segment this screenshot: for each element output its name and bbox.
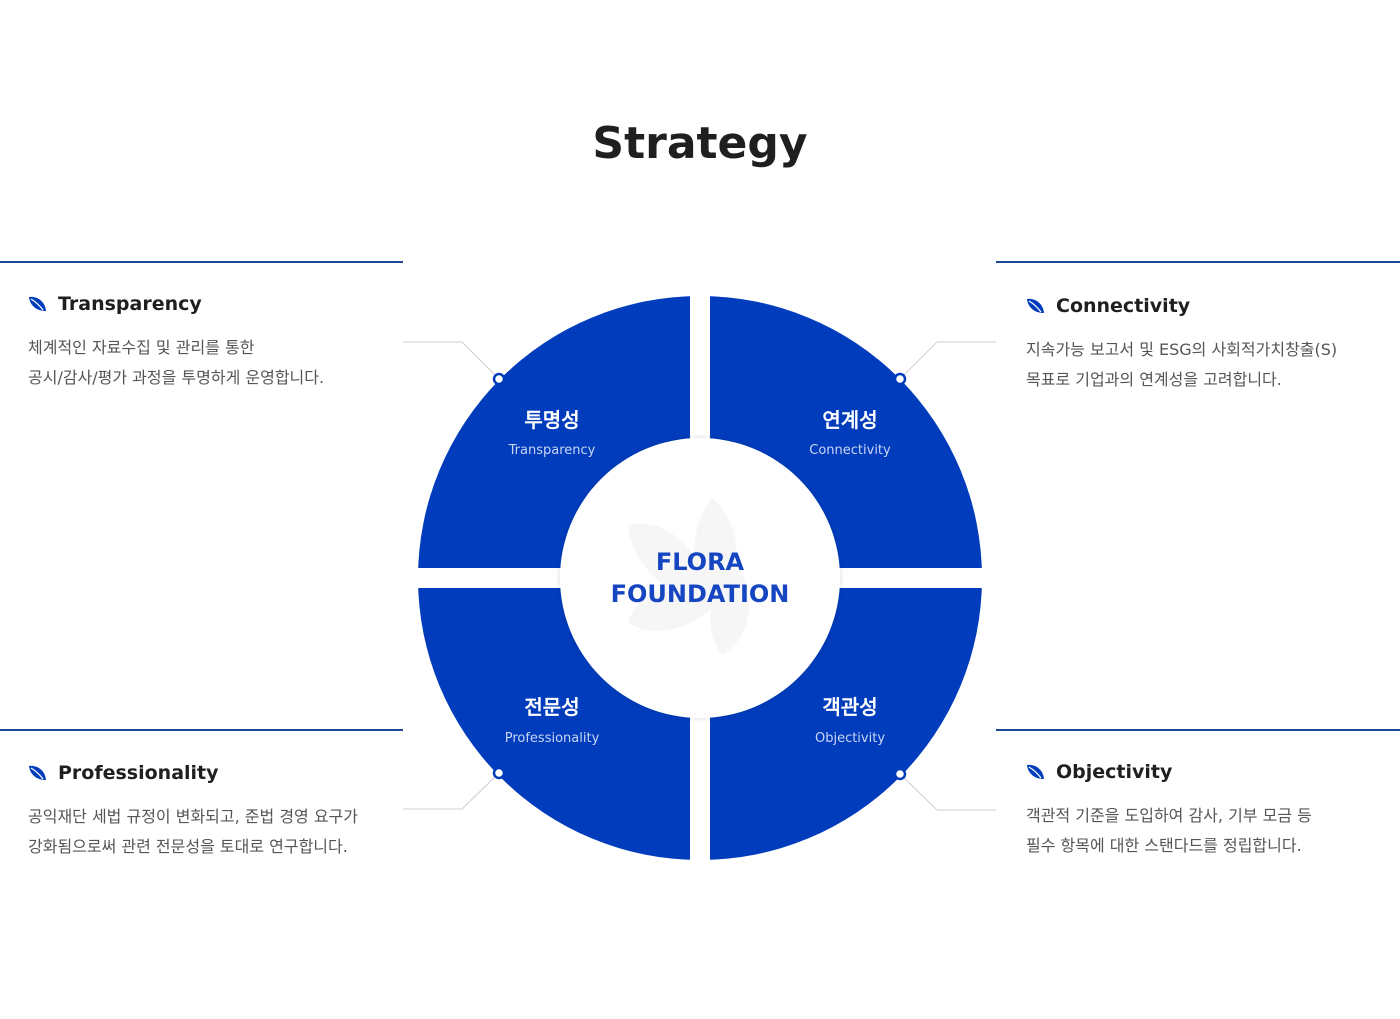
connector-line-top-right [899,341,996,380]
connector-dot-bottom-left [492,766,506,780]
connector-line-bottom-left [403,772,500,810]
professionality-heading: Professionality [28,759,408,787]
flower-watermark [628,498,750,655]
quadrant-subtitle-connectivity: Connectivity [809,443,891,458]
objectivity-heading: Objectivity [1026,758,1400,786]
transparency-heading: Transparency [28,290,408,318]
connectivity-block: Connectivity 지속가능 보고서 및 ESG의 사회적가치창출(S) … [1026,292,1400,395]
quadrant-title-objectivity: 객관성 [822,695,877,719]
top-left-divider [0,261,403,263]
professionality-description: 공익재단 세법 규정이 변화되고, 준법 경영 요구가 강화됨으로써 관련 전문… [28,802,408,862]
connector-line-top-left [403,341,500,380]
objectivity-desc-line1: 객관적 기준을 도입하여 감사, 기부 모금 등 [1026,806,1312,825]
professionality-block: Professionality 공익재단 세법 규정이 변화되고, 준법 경영 … [28,759,408,862]
top-right-divider [996,261,1400,263]
connector-dot-bottom-right [893,767,907,781]
center-title-line2: FOUNDATION [611,580,790,608]
leaf-icon [1027,298,1044,313]
objectivity-desc-line2: 필수 항목에 대한 스탠다드를 정립합니다. [1026,836,1302,855]
transparency-desc-line1: 체계적인 자료수집 및 관리를 통한 [28,338,255,357]
transparency-description: 체계적인 자료수집 및 관리를 통한 공시/감사/평가 과정을 투명하게 운영합… [28,333,408,393]
connectivity-desc-line1: 지속가능 보고서 및 ESG의 사회적가치창출(S) [1026,340,1338,359]
professionality-desc-line2: 강화됨으로써 관련 전문성을 토대로 연구합니다. [28,837,348,856]
leaf-icon [1027,764,1044,779]
objectivity-description: 객관적 기준을 도입하여 감사, 기부 모금 등 필수 항목에 대한 스탠다드를… [1026,801,1400,861]
professionality-desc-line1: 공익재단 세법 규정이 변화되고, 준법 경영 요구가 [28,807,359,826]
objectivity-title: Objectivity [1056,761,1173,783]
quadrant-title-professionality: 전문성 [524,695,579,719]
center-circle [560,438,840,718]
quadrant-subtitle-professionality: Professionality [505,731,600,746]
center-title-line1: FLORA [656,548,745,576]
transparency-block: Transparency 체계적인 자료수집 및 관리를 통한 공시/감사/평가… [28,290,408,393]
professionality-title: Professionality [58,762,219,784]
leaf-icon [29,296,46,311]
connectivity-heading: Connectivity [1026,292,1400,320]
quadrant-title-transparency: 투명성 [524,408,579,432]
bottom-right-divider [996,729,1400,731]
quadrant-title-connectivity: 연계성 [822,408,877,432]
quadrant-subtitle-objectivity: Objectivity [815,731,885,746]
connector-line-bottom-right [899,773,996,811]
bottom-left-divider [0,729,403,731]
leaf-icon [29,765,46,780]
connector-dot-top-right [893,372,907,386]
connector-dot-top-left [492,372,506,386]
quadrant-subtitle-transparency: Transparency [508,443,596,458]
transparency-desc-line2: 공시/감사/평가 과정을 투명하게 운영합니다. [28,368,325,387]
connectivity-title: Connectivity [1056,295,1191,317]
transparency-title: Transparency [58,293,202,315]
connectivity-description: 지속가능 보고서 및 ESG의 사회적가치창출(S) 목표로 기업과의 연계성을… [1026,335,1400,395]
objectivity-block: Objectivity 객관적 기준을 도입하여 감사, 기부 모금 등 필수 … [1026,758,1400,861]
connectivity-desc-line2: 목표로 기업과의 연계성을 고려합니다. [1026,370,1282,389]
page-title: Strategy [592,118,808,169]
